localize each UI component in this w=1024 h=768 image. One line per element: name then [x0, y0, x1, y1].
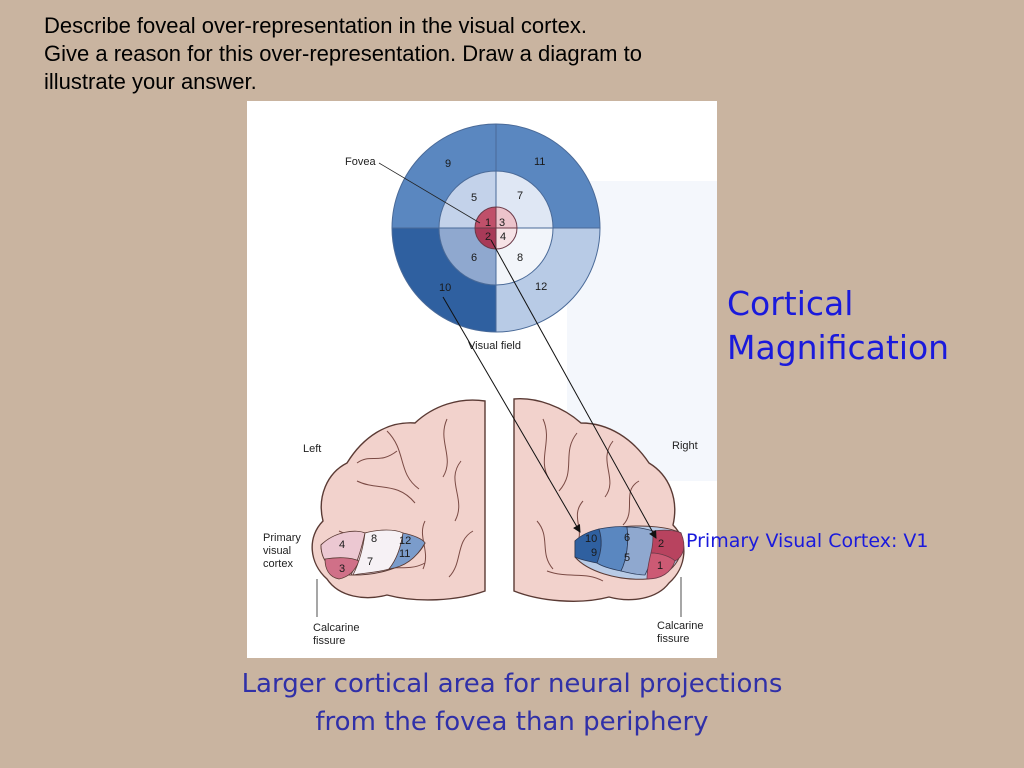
fovea-pointer-line [378, 162, 481, 224]
field-number-6: 6 [471, 252, 477, 264]
field-region-2 [474, 227, 497, 250]
right-cortex-number-2: 2 [658, 538, 664, 550]
field-number-5: 5 [471, 192, 477, 204]
right-cortex-number-1: 1 [657, 560, 663, 572]
left-cortex-number-11: 11 [399, 548, 410, 560]
title-line-2: Magnification [727, 328, 950, 367]
field-number-11: 11 [534, 156, 545, 168]
left-cortex-number-4: 4 [339, 539, 345, 551]
right-cortex-number-9: 9 [591, 547, 597, 559]
calcarine-right-line-2: fissure [657, 633, 689, 645]
left-hemisphere: 4 3 8 7 12 11 [311, 399, 486, 601]
title-line-1: Cortical [727, 284, 854, 323]
field-number-8: 8 [517, 252, 523, 264]
arrow-region-10-to-cortex [442, 296, 581, 533]
primary-visual-cortex-label-line-1: Primary [263, 532, 301, 544]
right-cortex-number-6: 6 [624, 532, 630, 544]
field-region-4 [495, 227, 518, 250]
left-cortex-number-8: 8 [371, 533, 377, 545]
right-label: Right [672, 440, 698, 452]
arrow-region-2-to-cortex [490, 239, 657, 539]
field-number-2: 2 [485, 231, 491, 243]
right-hemisphere: 10 9 6 5 2 1 [513, 398, 685, 602]
field-number-12: 12 [535, 281, 547, 293]
primary-visual-cortex-label-line-3: cortex [263, 558, 293, 570]
field-number-10: 10 [439, 282, 451, 294]
primary-visual-cortex-label-line-2: visual [263, 545, 291, 557]
cortical-magnification-figure: 9 11 5 7 1 3 2 4 6 8 10 12 Fovea Visual … [247, 101, 717, 658]
slide-title: Cortical Magnification [727, 282, 949, 370]
field-region-1 [474, 206, 497, 229]
left-label: Left [303, 443, 321, 455]
field-number-9: 9 [445, 158, 451, 170]
field-region-3 [495, 206, 518, 229]
left-cortex-number-12: 12 [399, 535, 411, 547]
field-number-7: 7 [517, 190, 523, 202]
right-cortex-number-5: 5 [624, 552, 630, 564]
calcarine-left-line-2: fissure [313, 635, 345, 647]
visual-field-diagram: 9 11 5 7 1 3 2 4 6 8 10 12 Fovea Visual … [345, 123, 601, 352]
calcarine-right-line-1: Calcarine [657, 620, 703, 632]
question-line-3: illustrate your answer. [44, 69, 257, 94]
visual-field-label: Visual field [468, 340, 521, 352]
calcarine-left-line-1: Calcarine [313, 622, 359, 634]
right-cortex-number-10: 10 [585, 533, 597, 545]
left-cortex-number-7: 7 [367, 556, 373, 568]
field-number-4: 4 [500, 231, 506, 243]
caption: Larger cortical area for neural projecti… [0, 665, 1024, 741]
question-line-1: Describe foveal over-representation in t… [44, 13, 587, 38]
left-cortex-number-3: 3 [339, 563, 345, 575]
field-number-3: 3 [499, 217, 505, 229]
caption-line-2: from the fovea than periphery [315, 707, 709, 737]
question-text: Describe foveal over-representation in t… [44, 12, 844, 96]
field-number-1: 1 [485, 217, 491, 229]
question-line-2: Give a reason for this over-representati… [44, 41, 642, 66]
caption-line-1: Larger cortical area for neural projecti… [241, 669, 783, 699]
primary-visual-cortex-v1-label: Primary Visual Cortex: V1 [686, 530, 929, 552]
fovea-label: Fovea [345, 156, 376, 168]
